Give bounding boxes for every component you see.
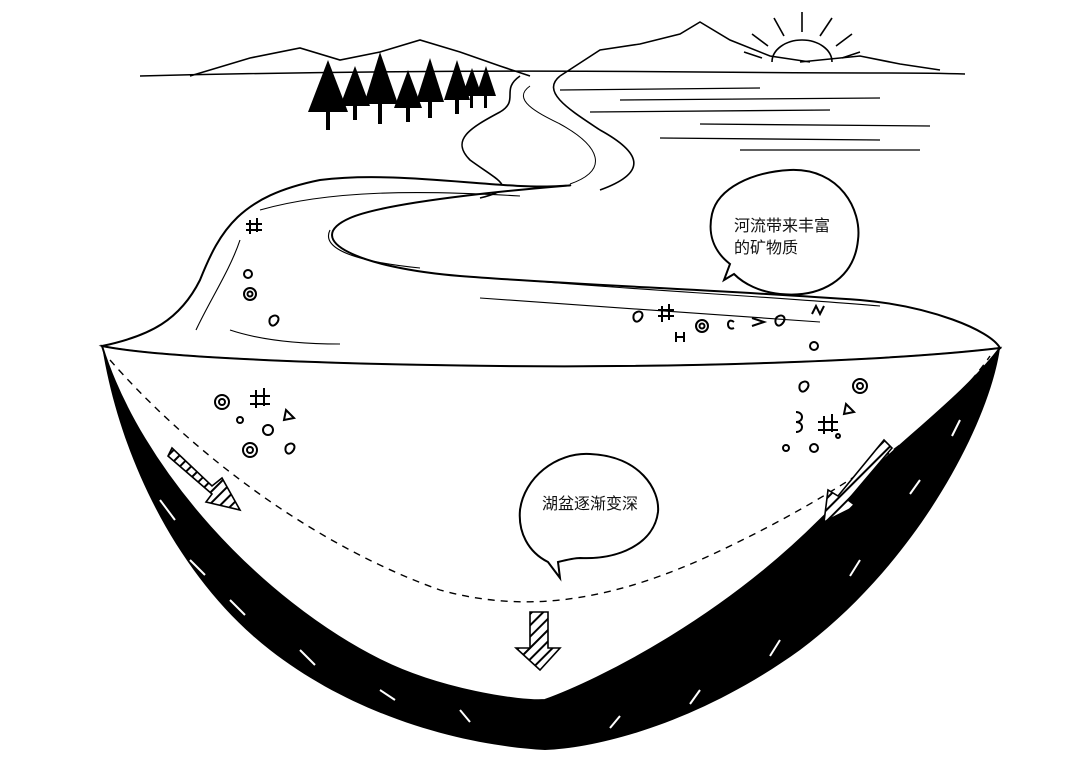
arrow-icon-left [167, 446, 242, 512]
callout-river-line2: 的矿物质 [734, 238, 799, 257]
water-ripples [559, 87, 931, 151]
lake-surface-outline [98, 176, 1002, 372]
horizon-line [139, 70, 966, 77]
callout-bubble-basin [518, 452, 660, 582]
basin-rim-highlights [159, 419, 961, 729]
river-flow-lines [195, 191, 881, 345]
arrow-icon-right [823, 438, 894, 524]
callout-river-text: 河流带来丰富 的矿物质 [734, 215, 830, 259]
callout-basin-text: 湖盆逐渐变深 [542, 494, 639, 513]
sun-icon [743, 12, 861, 63]
callout-bubble-river [709, 168, 860, 296]
callout-river-line1: 河流带来丰富 [734, 216, 831, 235]
sediment-symbols [214, 218, 868, 458]
arrow-icon-down [513, 611, 562, 672]
pine-tree-icon [308, 52, 496, 130]
mountains-icon [189, 21, 941, 77]
